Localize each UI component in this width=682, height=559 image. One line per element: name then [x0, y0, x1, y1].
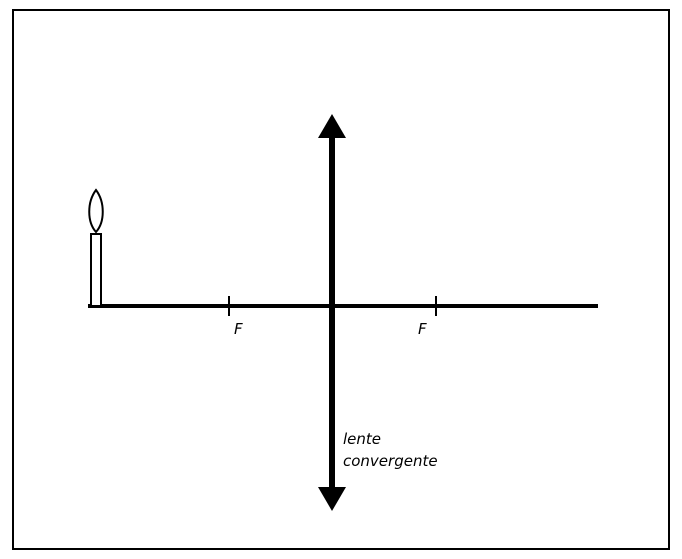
candle-body [90, 233, 102, 307]
candle-object [88, 188, 104, 307]
focal-label-right: F [418, 320, 427, 338]
lens-label-line1: lente [343, 430, 381, 448]
convergent-lens [318, 114, 346, 511]
lens-arrowhead-top [318, 114, 346, 138]
lens-label-line2: convergente [343, 452, 438, 470]
diagram-frame [12, 9, 670, 550]
focal-label-left: F [234, 320, 243, 338]
candle-flame [88, 188, 104, 234]
lens-arrowhead-bottom [318, 487, 346, 511]
